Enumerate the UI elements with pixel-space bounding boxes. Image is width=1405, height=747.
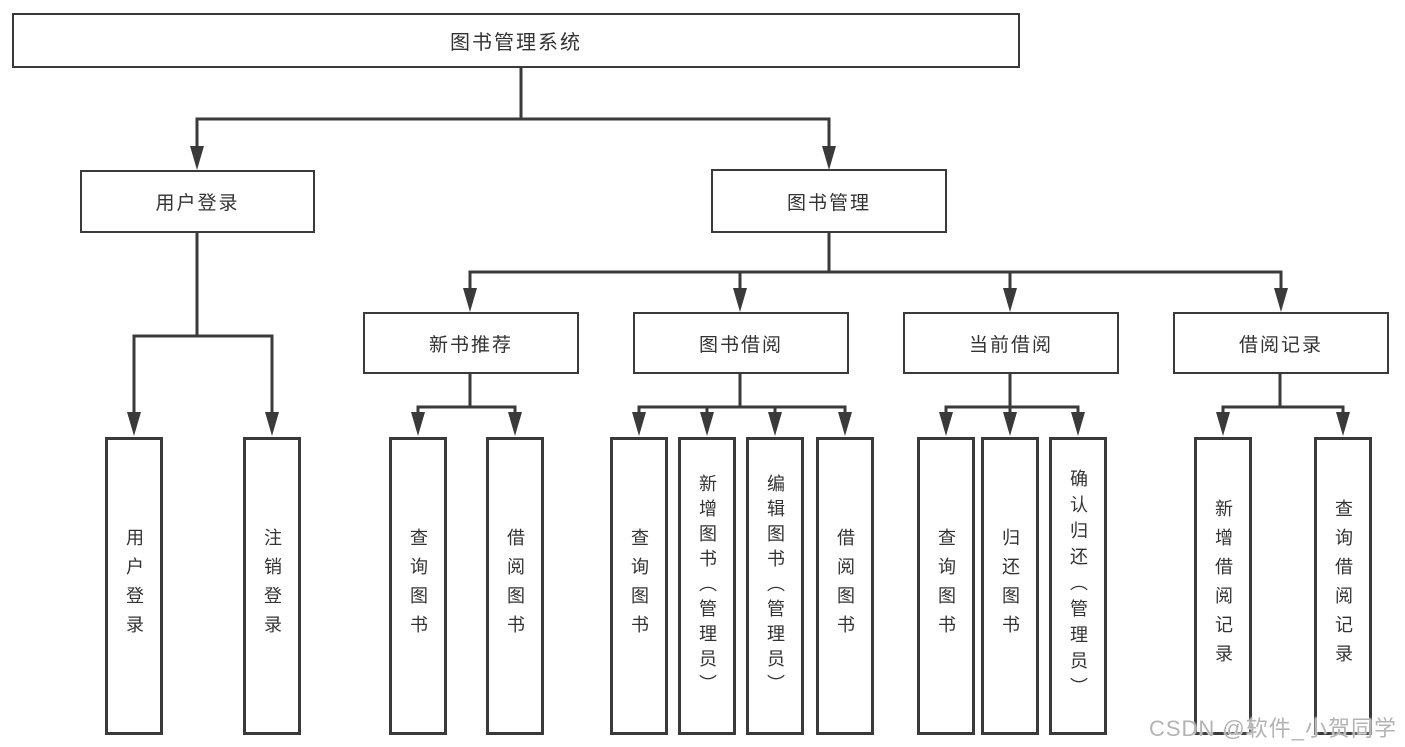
leaf-borrow-books-borrowing: 借阅图书 (816, 437, 874, 735)
csdn-watermark: CSDN @软件_小贺同学 (1148, 716, 1397, 741)
leaf-edit-books-admin: 编辑图书（管理员） (746, 437, 804, 735)
node-book-borrowing: 图书借阅 (633, 312, 849, 374)
leaf-label: 新增借阅记录 (1213, 499, 1233, 673)
leaf-user-login: 用户登录 (105, 437, 163, 735)
node-label: 当前借阅 (968, 334, 1053, 356)
node-borrowing-records: 借阅记录 (1173, 312, 1389, 374)
node-current-borrowing: 当前借阅 (903, 312, 1119, 374)
node-book-management: 图书管理 (711, 169, 947, 233)
leaf-label: 借阅图书 (835, 528, 855, 644)
leaf-label: 确认归还（管理员） (1068, 469, 1088, 703)
leaf-add-borrow-record: 新增借阅记录 (1194, 437, 1252, 735)
leaf-query-borrow-record: 查询借阅记录 (1314, 437, 1372, 735)
leaf-confirm-return-admin: 确认归还（管理员） (1049, 437, 1107, 735)
leaf-label: 借阅图书 (505, 528, 525, 644)
leaf-label: 查询借阅记录 (1333, 499, 1353, 673)
leaf-query-books-current: 查询图书 (917, 437, 975, 735)
leaf-label: 注销登录 (262, 528, 282, 644)
node-user-login: 用户登录 (80, 170, 315, 233)
node-label: 新书推荐 (428, 334, 513, 356)
leaf-add-books-admin: 新增图书（管理员） (678, 437, 736, 735)
node-label: 图书管理 (786, 192, 871, 214)
leaf-return-books: 归还图书 (981, 437, 1039, 735)
node-label: 用户登录 (155, 193, 240, 214)
node-label: 图书管理系统 (450, 32, 582, 54)
leaf-label: 查询图书 (629, 528, 649, 644)
leaf-query-books-recommend: 查询图书 (389, 437, 447, 735)
leaf-label: 查询图书 (936, 528, 956, 644)
node-library-management-system: 图书管理系统 (12, 13, 1020, 68)
leaf-label: 归还图书 (1000, 528, 1020, 644)
leaf-label: 查询图书 (408, 528, 428, 644)
leaf-label: 用户登录 (124, 528, 144, 644)
node-new-book-recommendation: 新书推荐 (363, 312, 579, 374)
node-label: 借阅记录 (1238, 334, 1323, 356)
leaf-borrow-books-recommend: 借阅图书 (486, 437, 544, 735)
leaf-query-books-borrowing: 查询图书 (610, 437, 668, 735)
node-label: 图书借阅 (698, 334, 783, 356)
leaf-logout-login: 注销登录 (243, 437, 301, 735)
leaf-label: 编辑图书（管理员） (765, 473, 785, 699)
leaf-label: 新增图书（管理员） (697, 473, 717, 699)
arrowheads (127, 146, 1350, 436)
